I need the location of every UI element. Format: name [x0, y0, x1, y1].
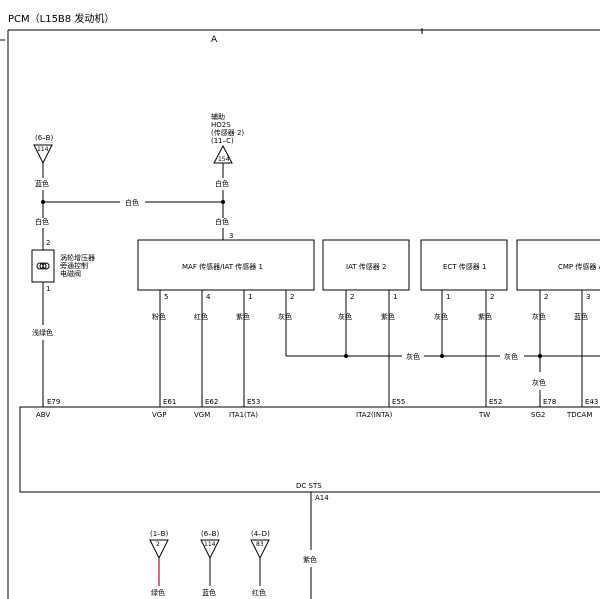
terminal-signal: VGP — [152, 411, 166, 419]
pin-3: 3 — [586, 293, 590, 301]
connector-114-bottom: (6–B) 114 — [200, 530, 220, 560]
terminal-id: E78 — [543, 398, 556, 406]
wire-label-gray: 灰色 — [278, 312, 292, 321]
wire-label-blue: 蓝色 — [35, 179, 49, 188]
dc-sts-terminal: A14 — [315, 494, 329, 502]
connector-154: 辅助 HO2S (传感器 2) (11–C) 154 — [211, 112, 244, 164]
pin-2: 2 — [290, 293, 294, 301]
connector-2-bottom: (1–B) 2 — [149, 530, 169, 560]
solenoid-label-1: 涡轮增压器 — [60, 253, 95, 262]
splice-dot — [41, 200, 45, 204]
terminal-signal: ITA2(INTA) — [356, 411, 393, 419]
pin-2: 2 — [490, 293, 494, 301]
connector-ref: (6–B) — [35, 134, 53, 142]
splice-dot — [440, 354, 444, 358]
wire-label-light-green: 浅绿色 — [32, 328, 53, 337]
wire-label-gray-bus: 灰色 — [406, 352, 420, 361]
wire-label-purple: 紫色 — [303, 555, 317, 564]
solenoid-label-2: 旁通控制 — [60, 261, 88, 270]
solenoid-label-3: 电磁阀 — [60, 269, 81, 278]
connector-num: 114 — [37, 146, 49, 153]
terminal-signal: TDCAM — [566, 411, 592, 419]
connector-ref-line1: 辅助 — [211, 112, 225, 121]
section-label: A — [211, 35, 218, 45]
wire-label-gray: 灰色 — [338, 312, 352, 321]
wire-label-pink: 粉色 — [152, 312, 166, 321]
ect1-label: ECT 传感器 1 — [443, 262, 487, 271]
terminal-id: E61 — [163, 398, 176, 406]
wire-label-purple: 紫色 — [236, 312, 250, 321]
wire-label-purple: 紫色 — [478, 312, 492, 321]
connector-ref-line2: HO2S — [211, 121, 231, 129]
pin-1: 1 — [446, 293, 450, 301]
wire-label-green: 绿色 — [151, 588, 165, 597]
connector-114-top: (6–B) 114 — [33, 134, 53, 165]
wire-label-white: 白色 — [215, 217, 229, 226]
wire-label-red: 红色 — [194, 312, 208, 321]
wire-label-gray: 灰色 — [434, 312, 448, 321]
terminal-signal: ABV — [36, 411, 50, 419]
pin-1: 1 — [393, 293, 397, 301]
iat2-label: IAT 传感器 2 — [346, 262, 387, 271]
connector-num: 2 — [156, 541, 160, 548]
maf-iat1-label: MAF 传感器/IAT 传感器 1 — [182, 262, 263, 271]
terminal-signal: ITA1(TA) — [229, 411, 258, 419]
terminal-id: E43 — [585, 398, 598, 406]
wire-label-gray-bus: 灰色 — [504, 352, 518, 361]
connector-ref: (4–D) — [251, 530, 270, 538]
connector-ref-line3: (传感器 2) — [211, 128, 244, 137]
page-title: PCM（L15B8 发动机） — [8, 12, 114, 25]
terminal-signal: TW — [478, 411, 490, 419]
splice-dot — [538, 354, 542, 358]
terminal-id: E79 — [47, 398, 60, 406]
ect1-sensor — [420, 239, 508, 291]
iat2-sensor — [322, 239, 410, 291]
terminal-id: E62 — [205, 398, 218, 406]
terminal-id: E53 — [247, 398, 260, 406]
connector-num: 154 — [218, 156, 230, 163]
wire-label-white: 白色 — [215, 179, 229, 188]
pin-2: 2 — [46, 239, 50, 247]
pin-5: 5 — [164, 293, 168, 301]
cmp-label: CMP 传感器 A — [558, 262, 600, 271]
terminal-signal: VGM — [194, 411, 210, 419]
pin-4: 4 — [206, 293, 211, 301]
pin-1: 1 — [46, 285, 50, 293]
pcm-body — [19, 406, 600, 493]
pin-2: 2 — [544, 293, 548, 301]
pin-1: 1 — [248, 293, 252, 301]
wire-label-blue: 蓝色 — [574, 312, 588, 321]
splice-dot — [344, 354, 348, 358]
turbo-bypass-solenoid: 涡轮增压器 旁通控制 电磁阀 — [31, 249, 95, 283]
connector-ref: (6–B) — [201, 530, 219, 538]
pin-3: 3 — [229, 232, 233, 240]
connector-num: 83 — [256, 541, 264, 548]
terminal-id: E52 — [489, 398, 502, 406]
dc-sts-signal: DC STS — [296, 482, 322, 490]
wire-label-gray: 灰色 — [532, 312, 546, 321]
wire-label-gray: 灰色 — [532, 378, 546, 387]
wire-label-white-bus: 白色 — [125, 198, 139, 207]
splice-dot — [221, 200, 225, 204]
connector-ref: (1–B) — [150, 530, 168, 538]
wire-label-red: 红色 — [252, 588, 266, 597]
connector-ref-line4: (11–C) — [211, 137, 234, 145]
maf-iat1-sensor — [137, 239, 315, 291]
connector-83-bottom: (4–D) 83 — [250, 530, 270, 560]
wire-label-white: 白色 — [35, 217, 49, 226]
cmp-sensor — [516, 239, 600, 291]
wire-label-blue: 蓝色 — [202, 588, 216, 597]
terminal-id: E55 — [392, 398, 405, 406]
connector-num: 114 — [204, 541, 216, 548]
wire-label-purple: 紫色 — [381, 312, 395, 321]
terminal-signal: SG2 — [531, 411, 545, 419]
pin-2: 2 — [350, 293, 354, 301]
